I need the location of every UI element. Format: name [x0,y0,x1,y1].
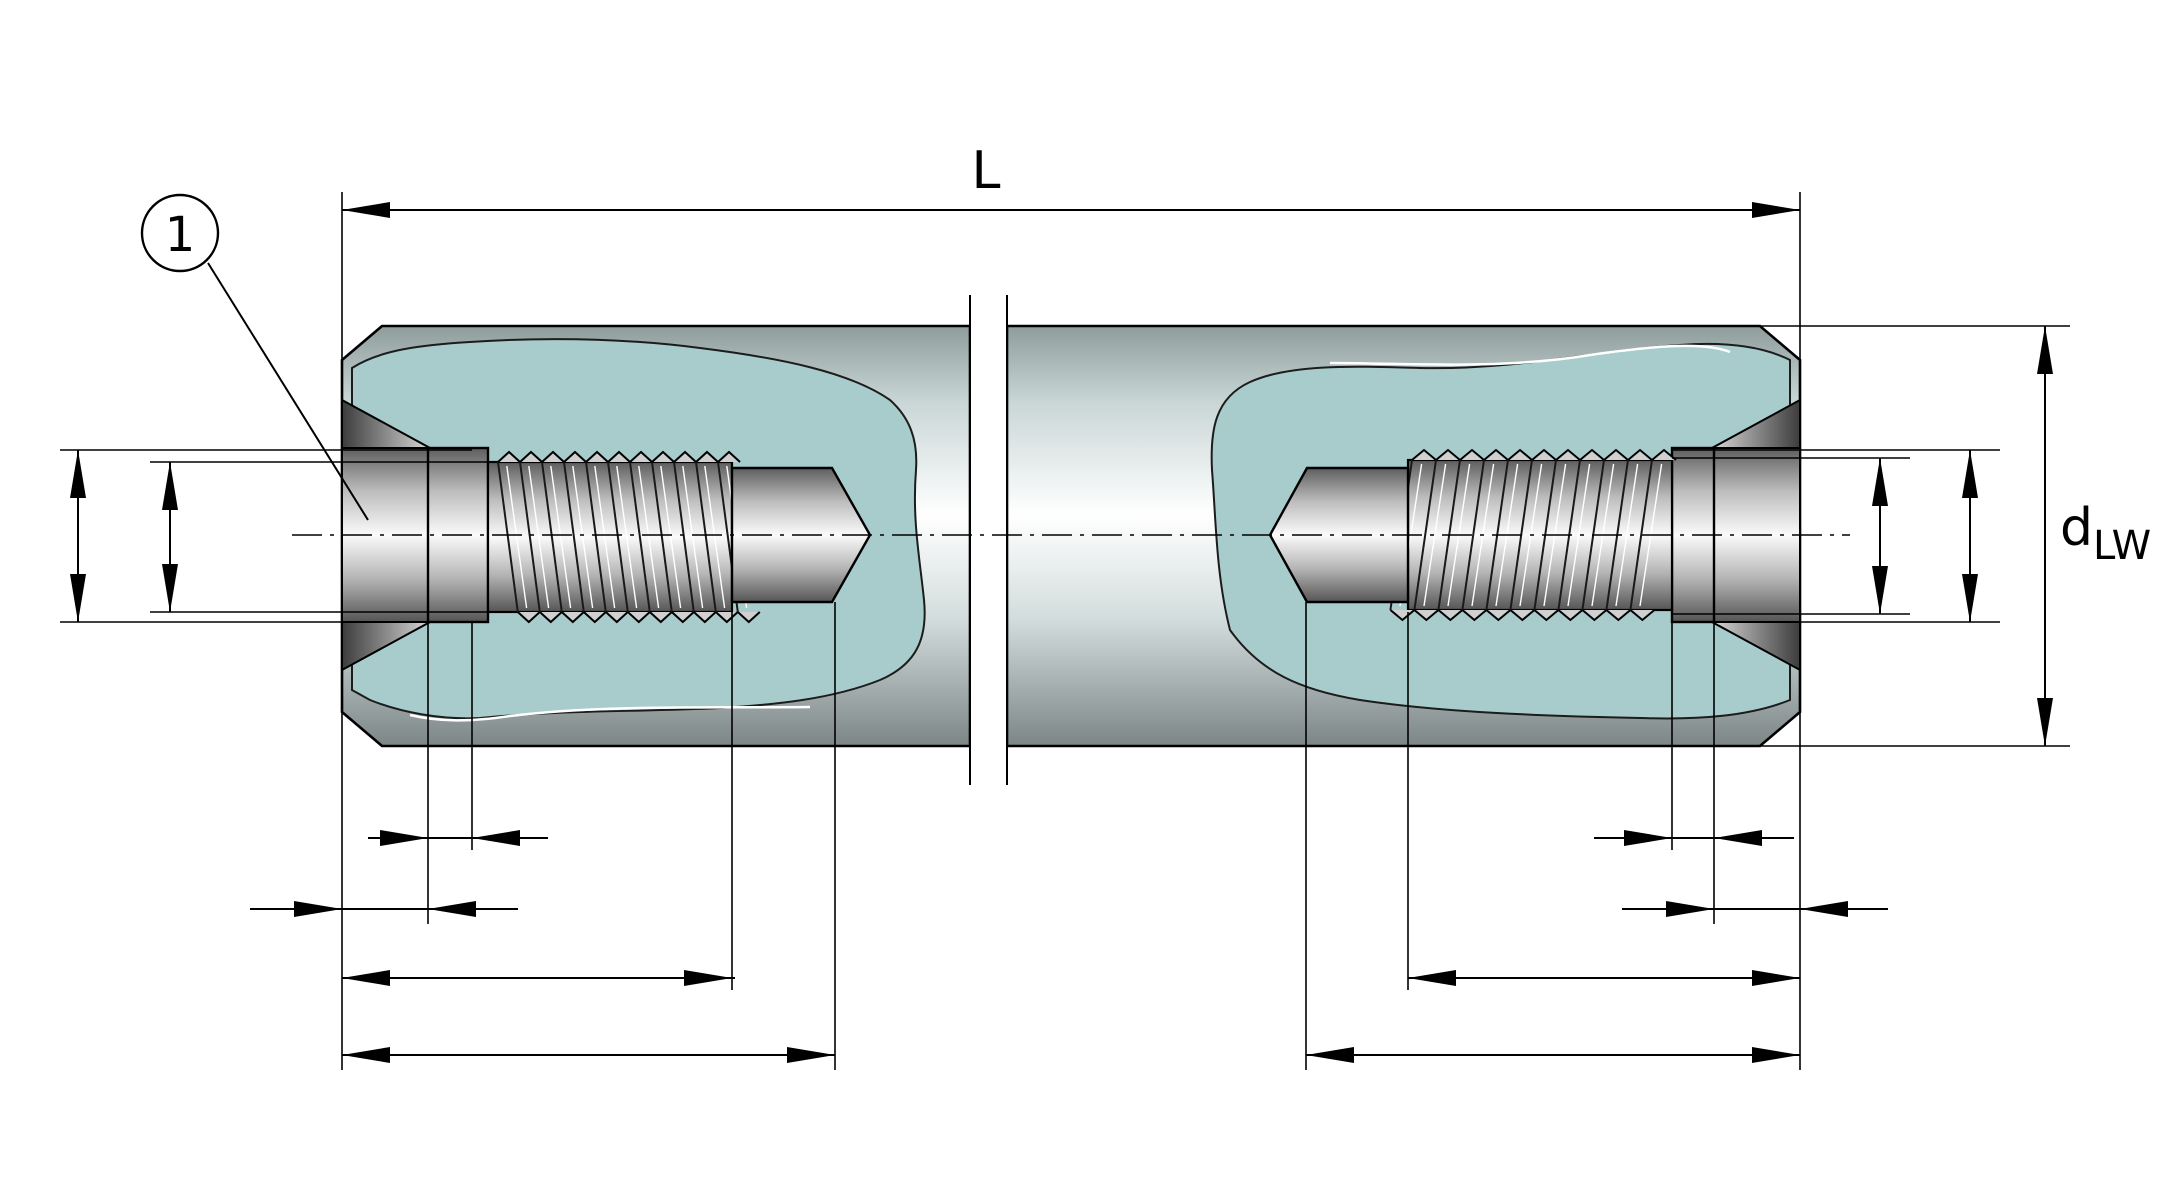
dimension-arrows [70,202,2053,1063]
svg-text:dLW: dLW [2060,498,2151,569]
thread-right [1389,448,1677,622]
diameter-label: dLW [2060,498,2151,569]
break-lines [969,295,1008,785]
extension-lines [60,192,2070,1070]
length-label: L [972,141,1001,201]
diameter-main: d [2060,498,2093,558]
callout-1-number: 1 [165,207,196,263]
thread-left [497,450,761,624]
diameter-sub: LW [2093,523,2151,569]
callout-1: 1 [140,193,369,521]
